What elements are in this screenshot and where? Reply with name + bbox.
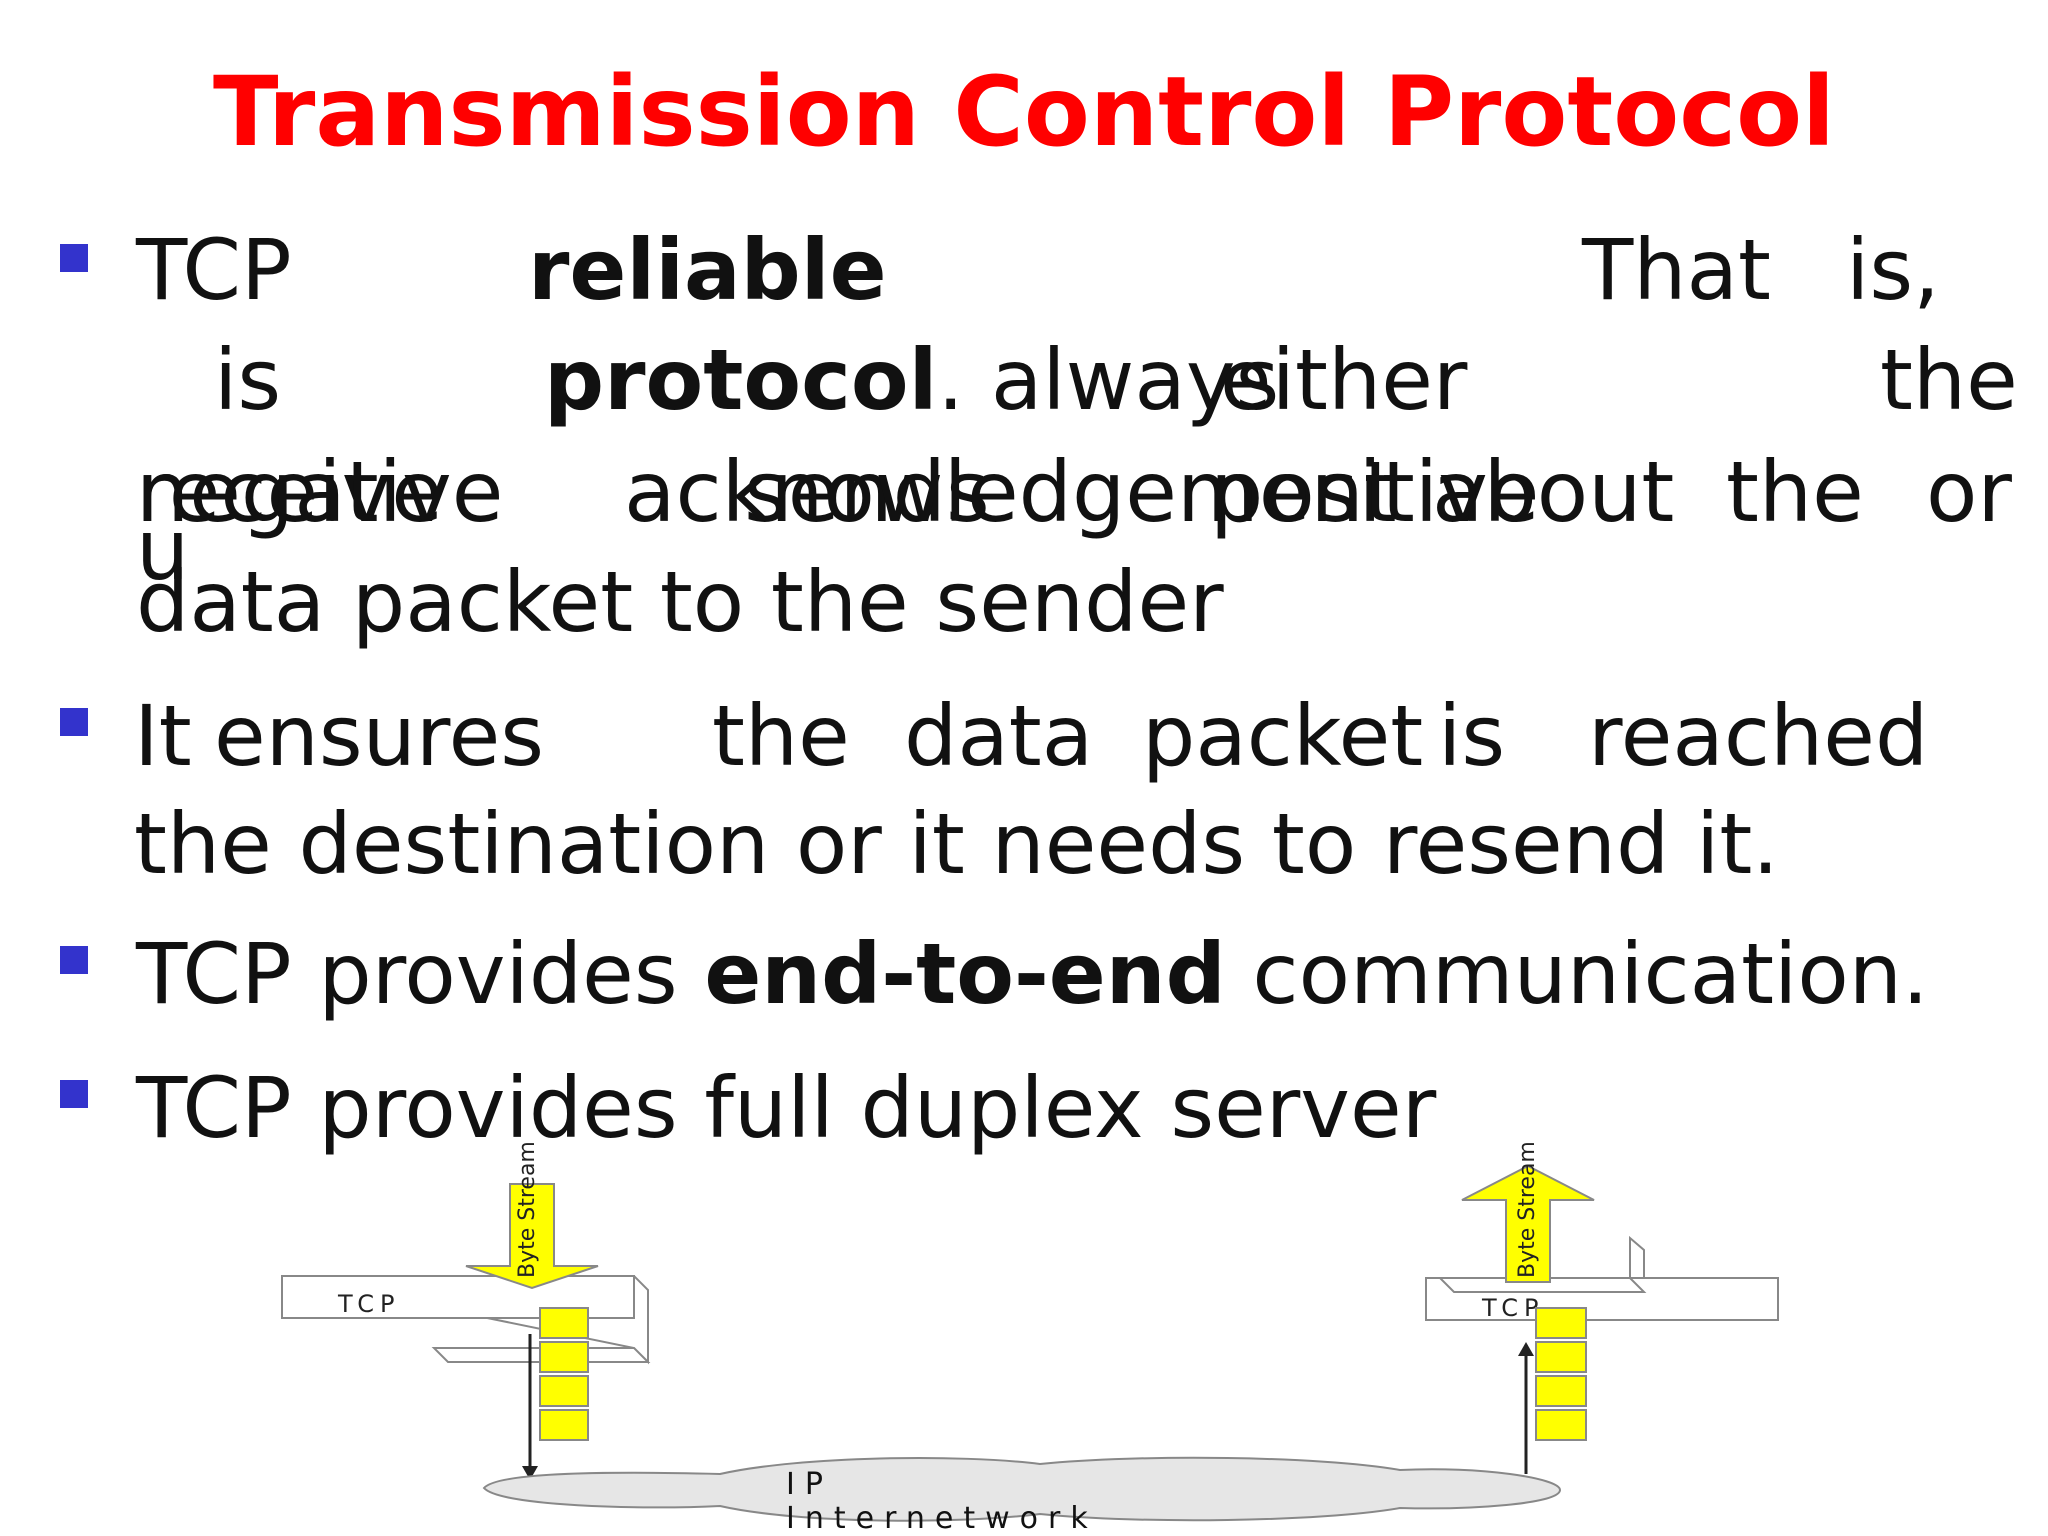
bullet3-post: communication. xyxy=(1225,925,1929,1023)
bullet1-line3-under-word3: positive xyxy=(1210,443,1540,541)
bullet2-line1-word3: the xyxy=(712,687,850,785)
right-tcp-label: TCP xyxy=(1481,1294,1544,1322)
bullet1-line2-word2: protocol. always xyxy=(544,330,1279,430)
bullet1-protocol: protocol xyxy=(544,331,938,429)
left-tcp-label: TCP xyxy=(337,1290,400,1318)
left-down-arrowhead-icon xyxy=(522,1466,538,1480)
right-byte-stream-label: Byte Stream xyxy=(1515,1141,1540,1278)
bullet2-line1-word4: data xyxy=(904,687,1094,785)
right-buffer-segment xyxy=(1535,1341,1587,1373)
bullet1-line3-over-word1: negative xyxy=(136,443,504,541)
bullet1-line2-word1: is xyxy=(214,331,282,429)
right-buffer-segment xyxy=(1535,1409,1587,1441)
left-buffer-segment xyxy=(539,1375,589,1407)
right-buffer-segment xyxy=(1535,1307,1587,1339)
bullet1-line3-under-word6: or xyxy=(1926,443,2012,541)
bullet2-line1-word6: is xyxy=(1438,687,1506,785)
bullet3-pre: TCP provides xyxy=(136,925,705,1023)
ip-internetwork-cloud xyxy=(482,1456,1562,1522)
right-buffer-segment xyxy=(1535,1375,1587,1407)
bullet-marker xyxy=(60,244,88,272)
left-byte-stream-label: Byte Stream xyxy=(515,1141,540,1278)
bullet1-line1-word2: reliable xyxy=(528,221,887,319)
left-down-arrow-icon xyxy=(465,1183,599,1290)
bullet1-line3-over-word2: acknowledgement xyxy=(624,443,1397,541)
bullet2-line1-word7: reached xyxy=(1588,687,1929,785)
bullet1-line3-under-word1: receive xyxy=(136,443,443,541)
left-buffer xyxy=(539,1307,589,1441)
ip-internetwork-label: IP Internetwork xyxy=(786,1467,1098,1536)
bullet3-text: TCP provides end-to-end communication. xyxy=(136,924,1929,1024)
bullet1-line1-word1: TCP xyxy=(136,221,292,319)
left-tcp-box: TCP xyxy=(281,1275,651,1365)
bullet2-line2: the destination or it needs to resend it… xyxy=(134,795,1779,893)
right-tcp-box-top xyxy=(1437,1277,1647,1293)
right-buffer xyxy=(1535,1307,1587,1441)
bullet-marker xyxy=(60,1080,88,1108)
right-tcp-box: TCP xyxy=(1425,1235,1779,1322)
left-buffer-segment xyxy=(539,1341,589,1373)
bullet1-line4: data packet to the sender xyxy=(136,553,1224,651)
bullet-marker xyxy=(60,946,88,974)
bullet1-line3-under-word2: sends xyxy=(744,443,990,541)
bullet2-line1-word5: packet xyxy=(1142,687,1424,785)
bullet1-always: . always xyxy=(937,331,1280,429)
bullet1-line3-over-word3: u xyxy=(136,501,190,599)
bullet1-line3-under-word4: about xyxy=(1432,443,1675,541)
bullet1-line3-under-word5: the xyxy=(1726,443,1864,541)
bullet1-line2-word4: the xyxy=(1880,331,2018,429)
left-buffer-segment xyxy=(539,1307,589,1339)
right-up-arrowhead-icon xyxy=(1518,1342,1534,1356)
bullet-marker xyxy=(60,708,88,736)
bullet3-bold: end-to-end xyxy=(704,925,1226,1023)
bullet1-line2-word3: either xyxy=(1220,331,1468,429)
right-up-arrow-icon xyxy=(1461,1164,1595,1283)
bullet4-text: TCP provides full duplex server xyxy=(136,1059,1437,1157)
bullet2-line1-word1: It xyxy=(134,687,192,785)
page-title: Transmission Control Protocol xyxy=(213,56,1835,168)
left-buffer-segment xyxy=(539,1409,589,1441)
bullet1-line1-word4: is, xyxy=(1846,221,1940,319)
bullet1-line1-word3: That xyxy=(1582,221,1771,319)
bullet2-line1-word2: ensures xyxy=(214,687,545,785)
